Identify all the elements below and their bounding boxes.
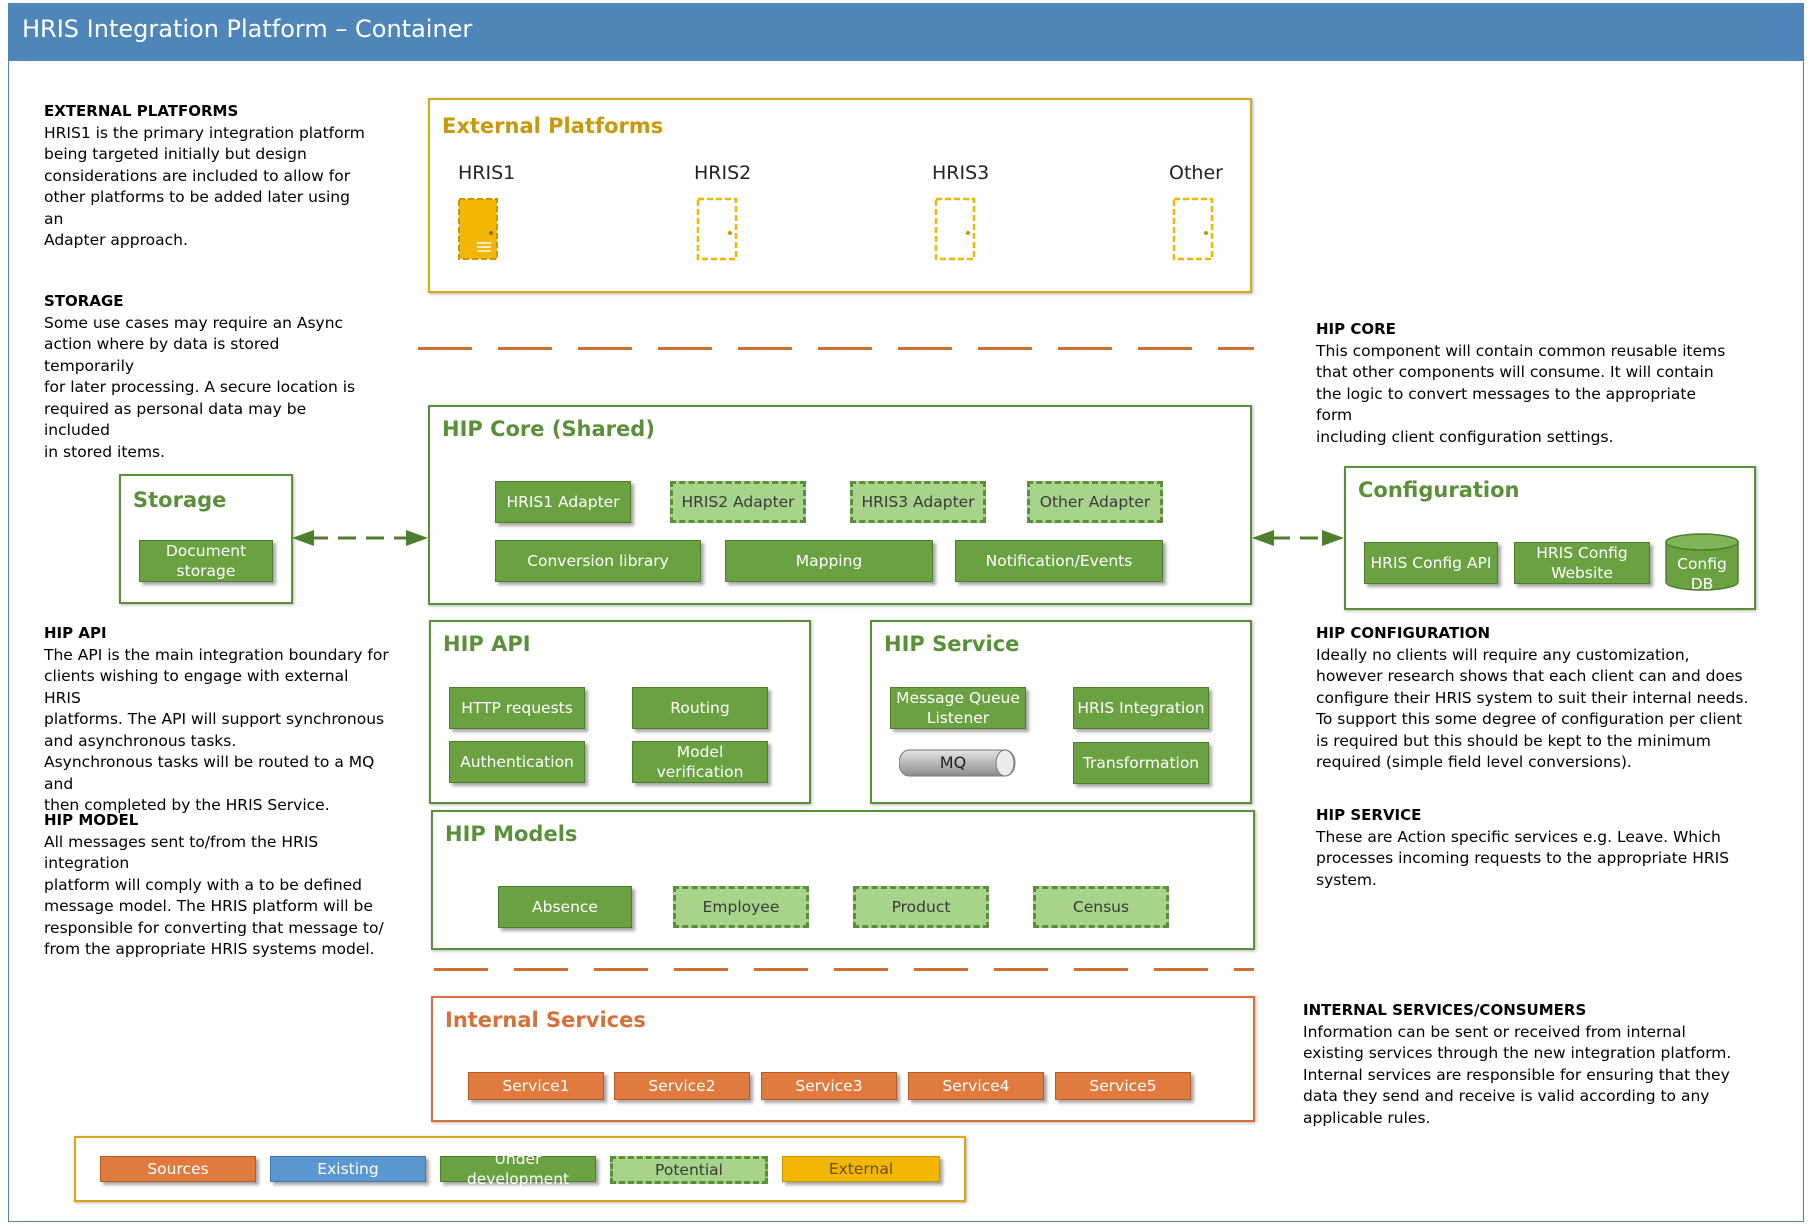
platform-label: HRIS2 [694,162,752,184]
configuration-box: Configuration HRIS Config API HRIS Confi… [1344,466,1756,610]
door-icon [696,197,738,261]
page-title: HRIS Integration Platform – Container [22,15,473,43]
box-title: HIP API [443,632,531,656]
service-3: Service3 [761,1072,897,1100]
separator-line [418,347,1254,350]
transformation: Transformation [1073,742,1209,784]
note-body: HRIS1 is the primary integration platfor… [44,123,365,250]
mq-label: MQ [939,753,967,772]
platform-label: Other [1169,162,1223,184]
door-icon [1172,197,1214,261]
separator-line [434,968,1254,971]
note-external-platforms: EXTERNAL PLATFORMS HRIS1 is the primary … [44,101,374,252]
note-body: The API is the main integration boundary… [44,645,389,815]
box-title: HIP Models [445,822,578,846]
title-bar: HRIS Integration Platform – Container [8,3,1804,61]
note-heading: INTERNAL SERVICES/CONSUMERS [1303,1001,1587,1019]
model-absence: Absence [498,886,632,928]
model-employee: Employee [673,886,809,928]
note-hip-service: HIP SERVICE These are Action specific se… [1316,805,1736,891]
hris2-adapter: HRIS2 Adapter [670,481,806,523]
box-title: HIP Service [884,632,1020,656]
platform-label: HRIS3 [932,162,990,184]
legend-external: External [782,1156,940,1182]
box-title: Configuration [1358,478,1520,502]
service-4: Service4 [908,1072,1044,1100]
note-hip-core: HIP CORE This component will contain com… [1316,319,1736,448]
note-hip-configuration: HIP CONFIGURATION Ideally no clients wil… [1316,623,1776,774]
notification-events: Notification/Events [955,540,1163,582]
hris-config-api: HRIS Config API [1364,542,1498,584]
note-body: Ideally no clients will require any cust… [1316,645,1749,772]
mq-queue-icon [899,749,1016,777]
hip-api-box: HIP API HTTP requests Routing Authentica… [429,620,811,804]
hip-core-box: HIP Core (Shared) HRIS1 Adapter HRIS2 Ad… [428,405,1252,605]
model-census: Census [1033,886,1169,928]
note-heading: STORAGE [44,292,124,310]
http-requests: HTTP requests [449,687,585,729]
external-platforms-box: External Platforms HRIS1 HRIS2 HRIS3 Oth… [428,98,1252,293]
routing: Routing [632,687,768,729]
service-5: Service5 [1055,1072,1191,1100]
note-body: Information can be sent or received from… [1303,1022,1732,1127]
hris-config-website: HRIS Config Website [1514,542,1650,584]
note-body: These are Action specific services e.g. … [1316,827,1730,889]
platform-label: HRIS1 [458,162,516,184]
other-adapter: Other Adapter [1027,481,1163,523]
hris3-adapter: HRIS3 Adapter [850,481,986,523]
hris1-adapter: HRIS1 Adapter [495,481,631,523]
note-hip-model: HIP MODEL All messages sent to/from the … [44,810,389,961]
note-heading: HIP CONFIGURATION [1316,624,1491,642]
hip-service-box: HIP Service Message Queue Listener HRIS … [870,620,1252,804]
box-title: HIP Core (Shared) [442,417,655,441]
database-icon [1665,533,1739,591]
box-title: Internal Services [445,1008,646,1032]
storage-core-arrow [292,530,428,546]
service-1: Service1 [468,1072,604,1100]
service-2: Service2 [614,1072,750,1100]
note-body: All messages sent to/from the HRIS integ… [44,832,384,959]
door-icon [934,197,976,261]
door-icon [458,198,498,260]
note-heading: HIP SERVICE [1316,806,1422,824]
message-queue-listener: Message Queue Listener [890,687,1026,729]
legend-existing: Existing [270,1156,426,1182]
document-storage: Document storage [139,540,273,582]
note-body: This component will contain common reusa… [1316,341,1726,446]
config-core-arrow [1252,530,1344,546]
authentication: Authentication [449,741,585,783]
model-verification: Model verification [632,741,768,783]
legend-potential: Potential [610,1156,768,1184]
note-hip-api: HIP API The API is the main integration … [44,623,389,817]
note-internal-services: INTERNAL SERVICES/CONSUMERS Information … [1303,1000,1743,1129]
note-heading: HIP API [44,624,107,642]
internal-services-box: Internal Services Service1 Service2 Serv… [431,996,1255,1122]
legend-under-development: Under development [440,1150,596,1188]
note-heading: HIP CORE [1316,320,1396,338]
legend-box: Sources Existing Under development Poten… [74,1136,966,1202]
hris-integration: HRIS Integration [1073,687,1209,729]
note-body: Some use cases may require an Async acti… [44,313,356,461]
mapping: Mapping [725,540,933,582]
note-heading: HIP MODEL [44,811,139,829]
model-product: Product [853,886,989,928]
legend-sources: Sources [100,1156,256,1182]
note-heading: EXTERNAL PLATFORMS [44,102,239,120]
box-title: External Platforms [442,114,664,138]
hip-models-box: HIP Models Absence Employee Product Cens… [431,810,1255,950]
box-title: Storage [133,488,227,512]
config-db-label: Config DB [1677,555,1727,593]
conversion-library: Conversion library [495,540,701,582]
storage-box: Storage Document storage [119,474,293,604]
note-storage: STORAGE Some use cases may require an As… [44,291,374,463]
